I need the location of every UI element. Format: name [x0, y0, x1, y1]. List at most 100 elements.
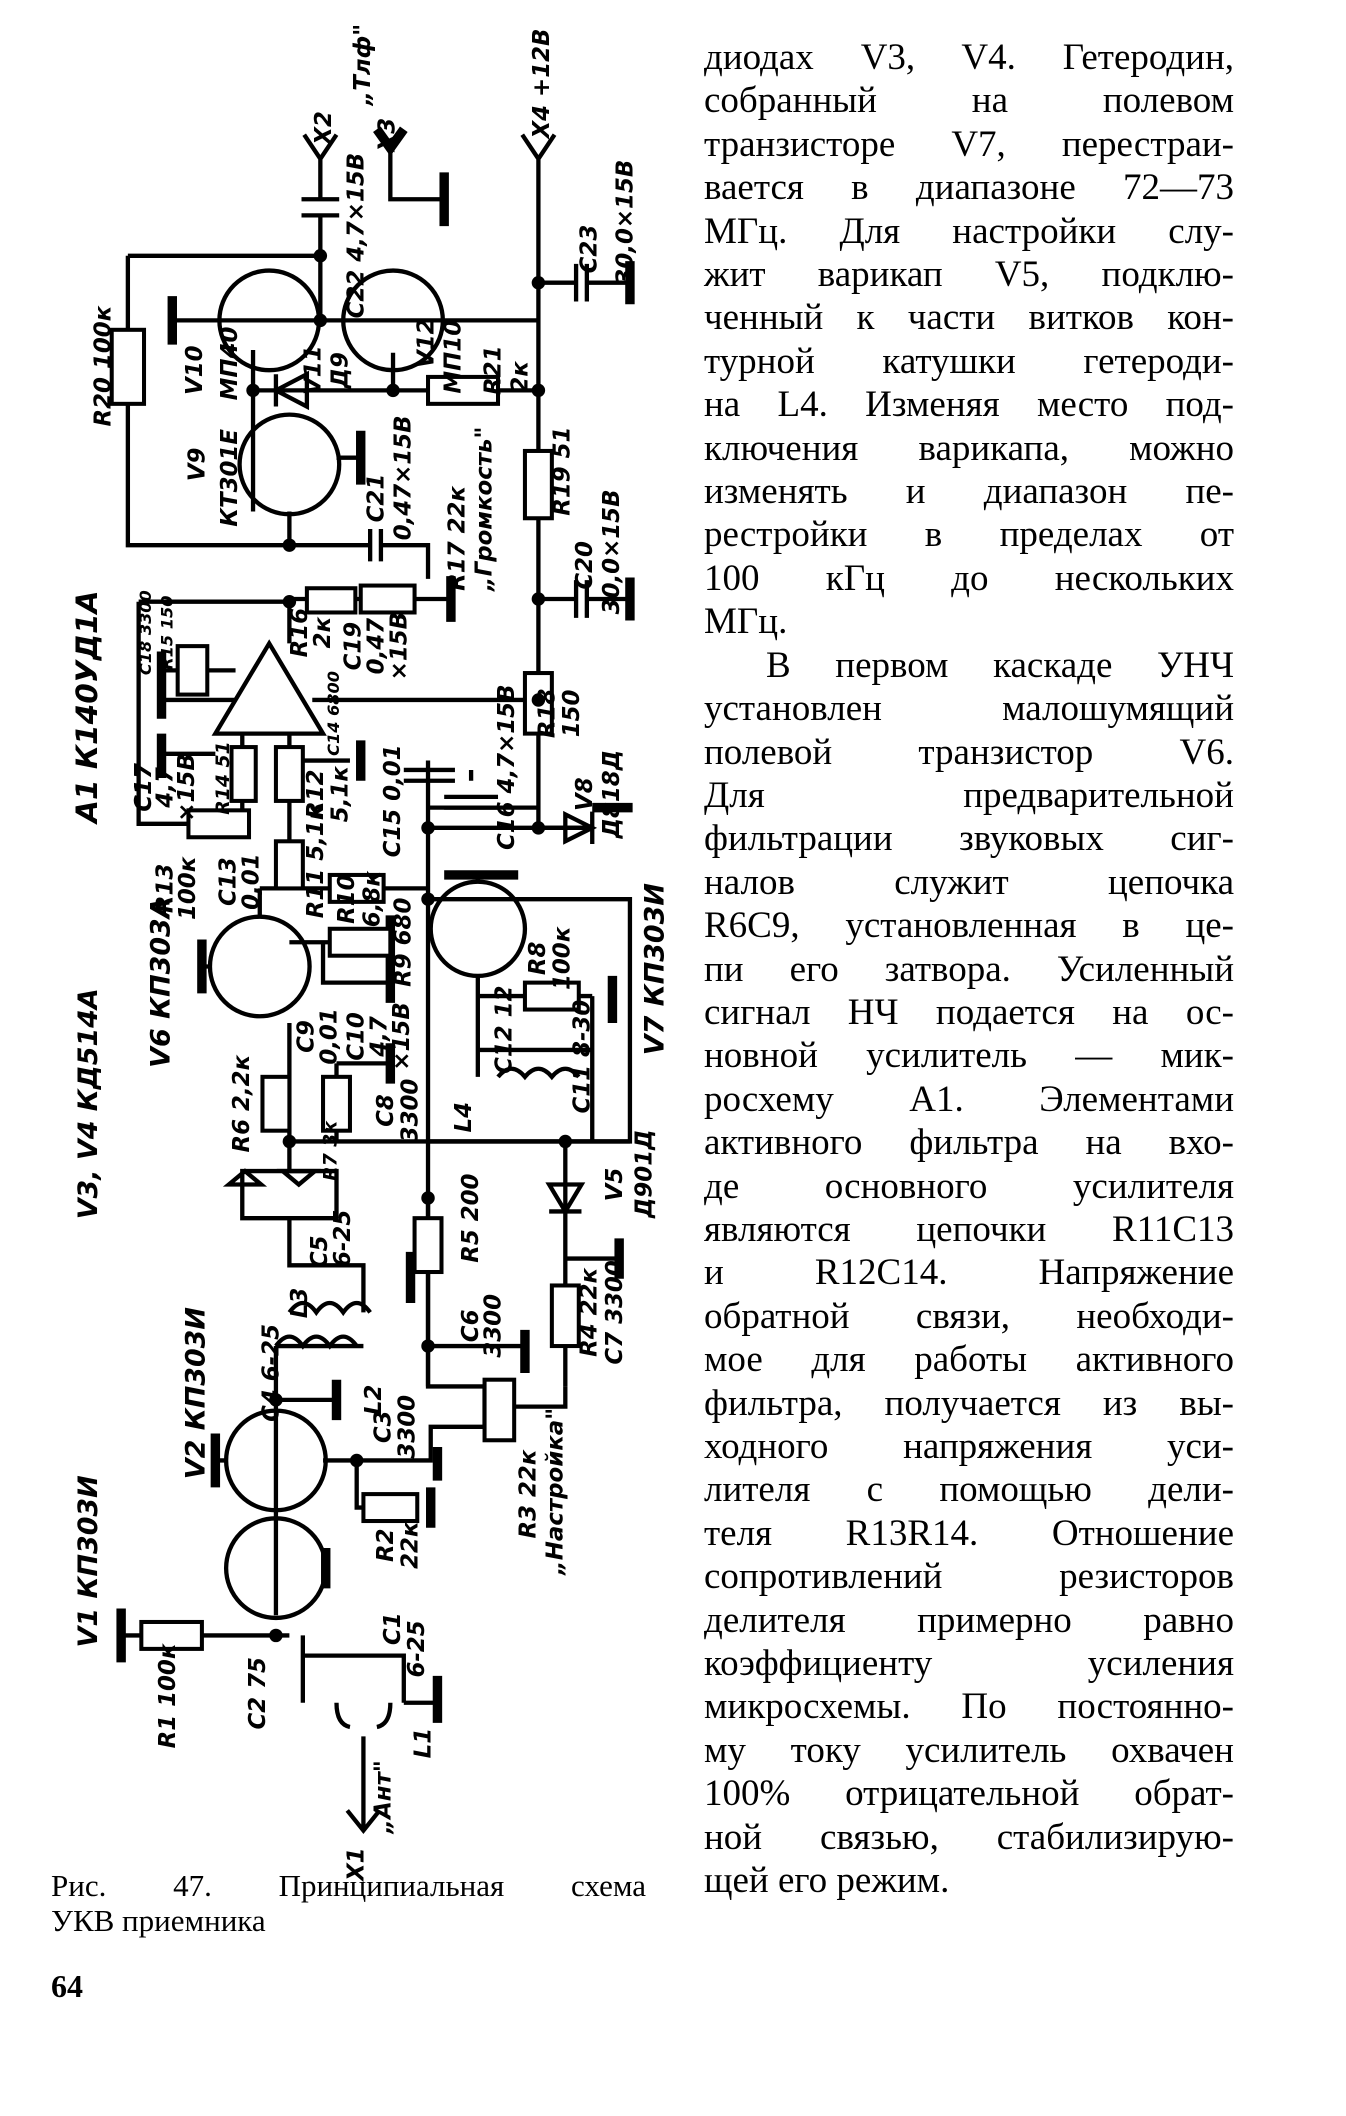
- transistor-v2: [223, 1408, 328, 1513]
- label: 4,7: [152, 767, 178, 809]
- label: 0,47×15В: [391, 415, 417, 540]
- label: 100к: [549, 926, 575, 990]
- text-line: щей его режим.: [704, 1860, 950, 1902]
- label: V9: [185, 448, 211, 482]
- label: V1 КП303И: [73, 1475, 104, 1647]
- text-line: МГц. Для настройки слу-: [704, 210, 1234, 252]
- label: МП40: [217, 327, 243, 401]
- label: R20 100к: [90, 305, 116, 426]
- label: C10: [343, 1012, 369, 1061]
- resistor-r20: [109, 327, 147, 406]
- inductor-l1: [334, 1702, 393, 1730]
- label: C17: [131, 763, 157, 812]
- text-line: турной катушки гетероди-: [704, 340, 1234, 382]
- label: R6 2,2к: [229, 1055, 255, 1153]
- label: A1 К140УД1А: [70, 590, 104, 825]
- label: 6,8к: [360, 871, 386, 928]
- label: V5: [602, 1168, 628, 1202]
- label: V8: [572, 777, 598, 811]
- label: R13: [152, 864, 178, 913]
- text-line: изменять и диапазон пе-: [704, 471, 1234, 513]
- label: C2 75: [245, 1657, 271, 1730]
- text-line: пи его затвора. Усиленный: [704, 948, 1234, 990]
- label: R4 22к: [576, 1267, 602, 1356]
- label: ×15В: [174, 753, 200, 821]
- text-line: налов служит цепочка: [704, 861, 1234, 903]
- label: „Настройка": [543, 1408, 569, 1576]
- caption-line: Рис. 47. Принципиальная схема: [51, 1868, 646, 1903]
- text-line: Для предварительной: [704, 774, 1234, 816]
- label: „Громкость": [471, 427, 497, 593]
- diodes-v3-v4: [222, 1168, 321, 1188]
- resistor-r11: [273, 839, 305, 891]
- text-line: делителя примерно равно: [704, 1599, 1234, 1641]
- text-line: В первом каскаде УНЧ: [766, 644, 1234, 686]
- label: R3 22к: [516, 1449, 542, 1538]
- text-line: фильтрации звуковых сиг-: [704, 818, 1234, 860]
- diode-v11: [271, 370, 310, 411]
- text-line: МГц.: [704, 601, 788, 643]
- label: R14 51: [213, 741, 234, 814]
- label: C15 0,01: [380, 744, 406, 857]
- label: C16 4,7×15В: [494, 684, 520, 850]
- label: 3300: [395, 1395, 421, 1459]
- label: Д9: [327, 352, 353, 389]
- paragraph: диодах V3, V4. Гетеродин, собранный на п…: [704, 36, 1234, 644]
- label: 2к: [310, 616, 336, 648]
- diode-v8: [538, 810, 598, 845]
- label: R16: [287, 608, 313, 658]
- text-line: обратной связи, необходи-: [704, 1295, 1234, 1337]
- text-line: вается в диапазоне 72—73: [704, 167, 1234, 209]
- label: X3: [374, 118, 400, 154]
- page-number: 64: [51, 1968, 83, 2004]
- text-line: де основного усилителя: [704, 1165, 1234, 1207]
- label: 0,01: [238, 853, 264, 909]
- text-line: установлен малошумящий: [704, 688, 1234, 730]
- text-line: новной усилитель — мик-: [704, 1035, 1234, 1077]
- text-line: ходного напряжения уси-: [704, 1426, 1234, 1467]
- resistor-r10: [327, 872, 386, 904]
- label: R8: [525, 942, 551, 976]
- resistor-r3: [482, 1377, 517, 1443]
- label: C6: [458, 1309, 484, 1342]
- label: 3300: [397, 1079, 423, 1143]
- label: X4 +12В: [529, 29, 555, 141]
- label: C12 12: [491, 986, 517, 1074]
- text-line: активного фильтра на вхо-: [704, 1122, 1234, 1164]
- resistor-r13: [186, 808, 252, 840]
- caption-line: УКВ приемника: [51, 1903, 266, 1938]
- component-labels: R20 100к X2 „Тлф" X3 C22 4,7×15В X4 +12В…: [70, 24, 671, 1883]
- label: C11 8-30: [570, 1000, 596, 1114]
- label: C20: [572, 541, 598, 590]
- inductor-l2: [274, 1334, 359, 1350]
- text-line: микросхемы. По постоянно-: [704, 1686, 1234, 1728]
- label: „Ант": [370, 1760, 396, 1834]
- label: C21: [364, 474, 390, 523]
- resistor-r14: [229, 745, 258, 803]
- label: R15 150: [157, 596, 176, 670]
- resistor-r19: [522, 448, 554, 521]
- label: R9 680: [391, 898, 417, 987]
- label: C4 6-25: [259, 1324, 285, 1422]
- text-line: росхему A1. Элементами: [704, 1078, 1234, 1120]
- resistor-r16: [304, 586, 358, 615]
- inductor-l3: [287, 1300, 372, 1317]
- resistor-r1: [139, 1619, 204, 1651]
- label: C13: [216, 857, 242, 906]
- text-line: му току усилитель охвачен: [704, 1729, 1234, 1771]
- label: L1: [411, 1728, 437, 1759]
- label: V10: [182, 345, 208, 395]
- label: 150: [559, 689, 585, 737]
- resistor-r9: [327, 926, 393, 958]
- label: V11: [300, 345, 326, 395]
- label: МП10: [440, 320, 466, 394]
- text-line: ключения варикапа, можно: [704, 427, 1234, 469]
- resistor-r12: [273, 745, 305, 803]
- paragraph: В первом каскаде УНЧ установлен малошумя…: [704, 644, 1234, 1903]
- label: V6 КП303А: [146, 897, 177, 1067]
- label: ×15В: [386, 612, 412, 680]
- label: V7 КП303И: [640, 883, 671, 1055]
- text-line: 100% отрицательной обрат-: [704, 1773, 1234, 1815]
- figure-caption: Рис. 47. Принципиальная схема УКВ приемн…: [51, 1868, 646, 1938]
